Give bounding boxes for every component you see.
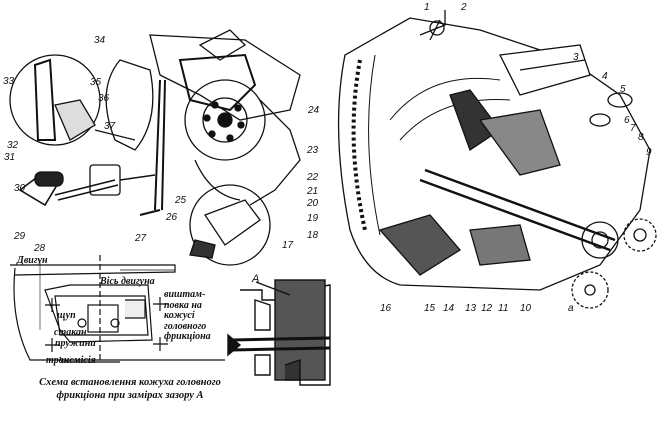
- stamp-line-1: виштам-: [164, 289, 206, 300]
- callout-22: 22: [307, 172, 319, 183]
- callout-7: 7: [630, 123, 636, 134]
- callout-19: 19: [307, 213, 319, 224]
- callout-6: 6: [624, 115, 630, 126]
- stamp-line-5: фрикціона: [164, 331, 211, 342]
- scheme-probe-label: щуп: [57, 310, 76, 321]
- callout-20: 20: [307, 198, 319, 209]
- engine-linkage-drawing: [9, 29, 301, 266]
- callout-37: 37: [104, 121, 116, 132]
- callout-21: 21: [307, 186, 319, 197]
- callout-24: 24: [308, 105, 320, 116]
- callout-25: 25: [175, 195, 187, 206]
- caption-line-1: Схема встановлення кожуха головного: [39, 377, 221, 388]
- scheme-engine-label: Двигун: [17, 255, 48, 266]
- callout-1: 1: [424, 2, 430, 13]
- main-clutch-drawing: [337, 10, 657, 309]
- callout-15: 15: [424, 303, 436, 314]
- callout-9: 9: [646, 147, 652, 158]
- callout-5: 5: [620, 84, 626, 95]
- callout-27: 27: [135, 233, 147, 244]
- stamp-line-3: кожусі: [164, 310, 195, 321]
- scheme-transmission-label: трансмісія: [46, 355, 96, 366]
- callout-4: 4: [602, 71, 608, 82]
- scheme-spring-cup-line1: стакан: [54, 327, 87, 338]
- callout-11: 11: [498, 303, 509, 314]
- callout-30: 30: [14, 183, 26, 194]
- callout-33: 33: [3, 76, 15, 87]
- callout-34: 34: [94, 35, 106, 46]
- callout-13: 13: [465, 303, 477, 314]
- callout-36: 36: [98, 93, 110, 104]
- scheme-stamp-note: виштам- повка на кожусі головного фрикці…: [164, 289, 211, 343]
- section-label-a: A: [252, 273, 260, 285]
- installation-scheme-drawing: [10, 255, 225, 363]
- figure-caption: Схема встановлення кожуха головного фрик…: [10, 376, 250, 402]
- callout-2: 2: [461, 2, 467, 13]
- scheme-spring-cup-line2: пружини: [55, 338, 96, 349]
- clutch-section-drawing: [227, 279, 331, 386]
- callout-a: a: [568, 303, 574, 314]
- callout-17: 17: [282, 240, 294, 251]
- callout-12: 12: [481, 303, 493, 314]
- callout-23: 23: [307, 145, 319, 156]
- callout-3: 3: [573, 52, 579, 63]
- callout-28: 28: [34, 243, 46, 254]
- callout-18: 18: [307, 230, 319, 241]
- callout-16: 16: [380, 303, 392, 314]
- callout-10: 10: [520, 303, 532, 314]
- scheme-engine-axis-label: Вісь двигуна: [100, 276, 155, 287]
- stamp-line-2: повка на: [164, 299, 202, 311]
- callout-14: 14: [443, 303, 455, 314]
- callout-31: 31: [4, 152, 16, 163]
- callout-32: 32: [7, 140, 19, 151]
- callout-8: 8: [638, 132, 644, 143]
- callout-35: 35: [90, 77, 102, 88]
- callout-26: 26: [166, 212, 178, 223]
- callout-29: 29: [14, 231, 26, 242]
- stamp-line-4: головного: [164, 320, 207, 332]
- caption-line-2: фрикціона при замірах зазору А: [56, 390, 204, 402]
